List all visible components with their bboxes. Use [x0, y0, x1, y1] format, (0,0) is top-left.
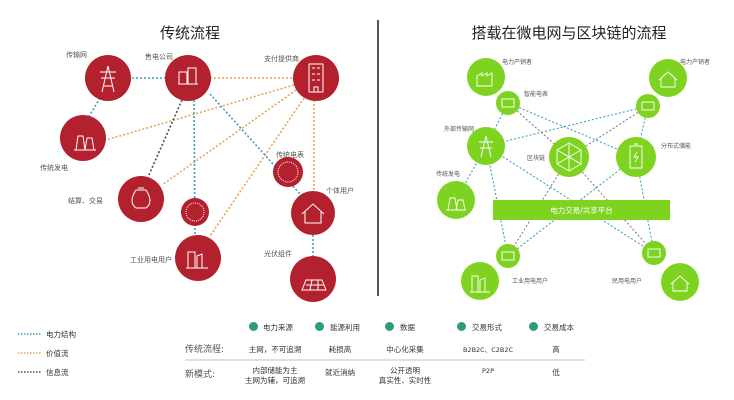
legend-power: 电力结构	[46, 330, 76, 339]
factory-icon	[470, 275, 490, 293]
tower-icon	[479, 135, 493, 158]
label-industrial: 工业用电用户	[130, 256, 172, 264]
factory-icon	[186, 251, 208, 269]
label-external-grid: 外部传输网	[444, 126, 475, 133]
gauge-icon	[277, 161, 299, 183]
header-trade-cost: 交易成本	[544, 323, 574, 332]
link-r10	[507, 102, 570, 158]
label-solar: 光伏组件	[264, 250, 292, 258]
left-title: 传统流程	[159, 24, 221, 42]
building-icon	[308, 63, 324, 93]
node-solar	[290, 256, 336, 302]
header-dot	[315, 322, 324, 331]
node-smart-meter-right	[636, 94, 660, 118]
meter-icon	[647, 248, 661, 258]
header-dot	[249, 322, 258, 331]
header-data: 数据	[400, 323, 415, 332]
node-small-meter	[181, 198, 209, 226]
cell: 低	[552, 368, 560, 377]
row-new-model-label: 新模式:	[185, 370, 216, 380]
label-household: 个体用户	[326, 187, 354, 195]
label-settlement: 结算、交易	[68, 197, 103, 205]
link-retailer-settlement	[147, 99, 183, 178]
cell: B2B2C、C2B2C	[462, 346, 514, 354]
node-generation-right	[437, 181, 475, 219]
link-r2	[507, 102, 637, 158]
row-traditional-label: 传统流程:	[185, 345, 225, 355]
label-grid: 传输网	[66, 51, 87, 59]
header-dot	[529, 322, 538, 331]
power-plant-icon	[446, 197, 466, 211]
link-r6	[485, 145, 655, 254]
node-smart-meter-br	[642, 241, 666, 265]
cell: 主网，不可追溯	[248, 345, 302, 354]
label-payment: 支付提供商	[264, 55, 299, 63]
label-generation: 传统发电	[40, 164, 68, 172]
meter-icon	[641, 101, 655, 111]
header-energy-use: 能源利用	[330, 323, 360, 332]
cell: 内部储能为主 主网为辅，可追溯	[245, 366, 305, 385]
factory-icon	[476, 72, 493, 87]
gauge-icon	[185, 202, 205, 222]
label-storage: 分布式储能	[661, 143, 692, 150]
cell: 公开透明 真实性、实时性	[378, 366, 432, 385]
solar-panel-icon	[301, 279, 327, 291]
node-prosumer-right	[649, 59, 687, 97]
legend-info: 信息流	[46, 368, 69, 377]
link-payment-generation	[105, 84, 295, 141]
header-dot	[457, 322, 466, 331]
right-title: 搭载在微电网与区块链的流程	[471, 24, 667, 42]
money-bag-icon	[131, 187, 151, 209]
trading-platform-bar: 电力交易/共享平台	[493, 200, 670, 220]
cell: P2P	[482, 367, 494, 375]
node-prosumer-left	[467, 58, 505, 96]
tower-icon	[100, 65, 116, 93]
header-power-source: 电力来源	[263, 323, 293, 332]
legend-value: 价值流	[46, 349, 69, 358]
house-icon	[658, 71, 678, 88]
node-external-grid	[467, 127, 505, 165]
header-trade-form: 交易形式	[472, 323, 502, 332]
node-household	[291, 191, 335, 235]
cell: 耗损高	[328, 345, 352, 354]
meter-icon	[501, 98, 515, 108]
label-prosumer-left: 电力产销者	[502, 59, 533, 66]
link-r12	[507, 156, 570, 257]
blockchain-icon	[556, 142, 582, 172]
cell: 高	[552, 345, 560, 354]
label-blockchain: 区块链	[527, 155, 546, 162]
label-retailer: 售电公司	[145, 53, 173, 61]
label-prosumer-right: 电力产销者	[680, 59, 711, 66]
link-payment-settlement	[161, 89, 297, 186]
node-residential	[661, 263, 699, 301]
label-industrial-right: 工业用电用户	[512, 278, 549, 285]
link-grid-generation	[87, 97, 101, 119]
node-industrial	[175, 235, 221, 281]
office-icon	[178, 67, 198, 85]
cell: 就近消纳	[325, 368, 355, 377]
label-residential: 民用电用户	[612, 278, 643, 285]
house-icon	[670, 275, 690, 292]
node-smart-meter-left	[496, 91, 520, 115]
node-payment	[293, 55, 339, 101]
node-smart-meter-bl	[496, 244, 520, 268]
power-plant-icon	[74, 135, 96, 151]
meter-icon	[501, 251, 515, 261]
node-meter	[273, 157, 303, 187]
house-icon	[301, 203, 325, 224]
battery-icon	[629, 143, 643, 169]
label-smart-meter: 智能电表	[524, 91, 549, 98]
label-meter: 传统电表	[276, 151, 304, 159]
node-settlement	[118, 176, 164, 222]
label-generation-right: 传统发电	[436, 171, 461, 178]
header-dot	[385, 322, 394, 331]
cell: 中心化采集	[386, 345, 424, 354]
